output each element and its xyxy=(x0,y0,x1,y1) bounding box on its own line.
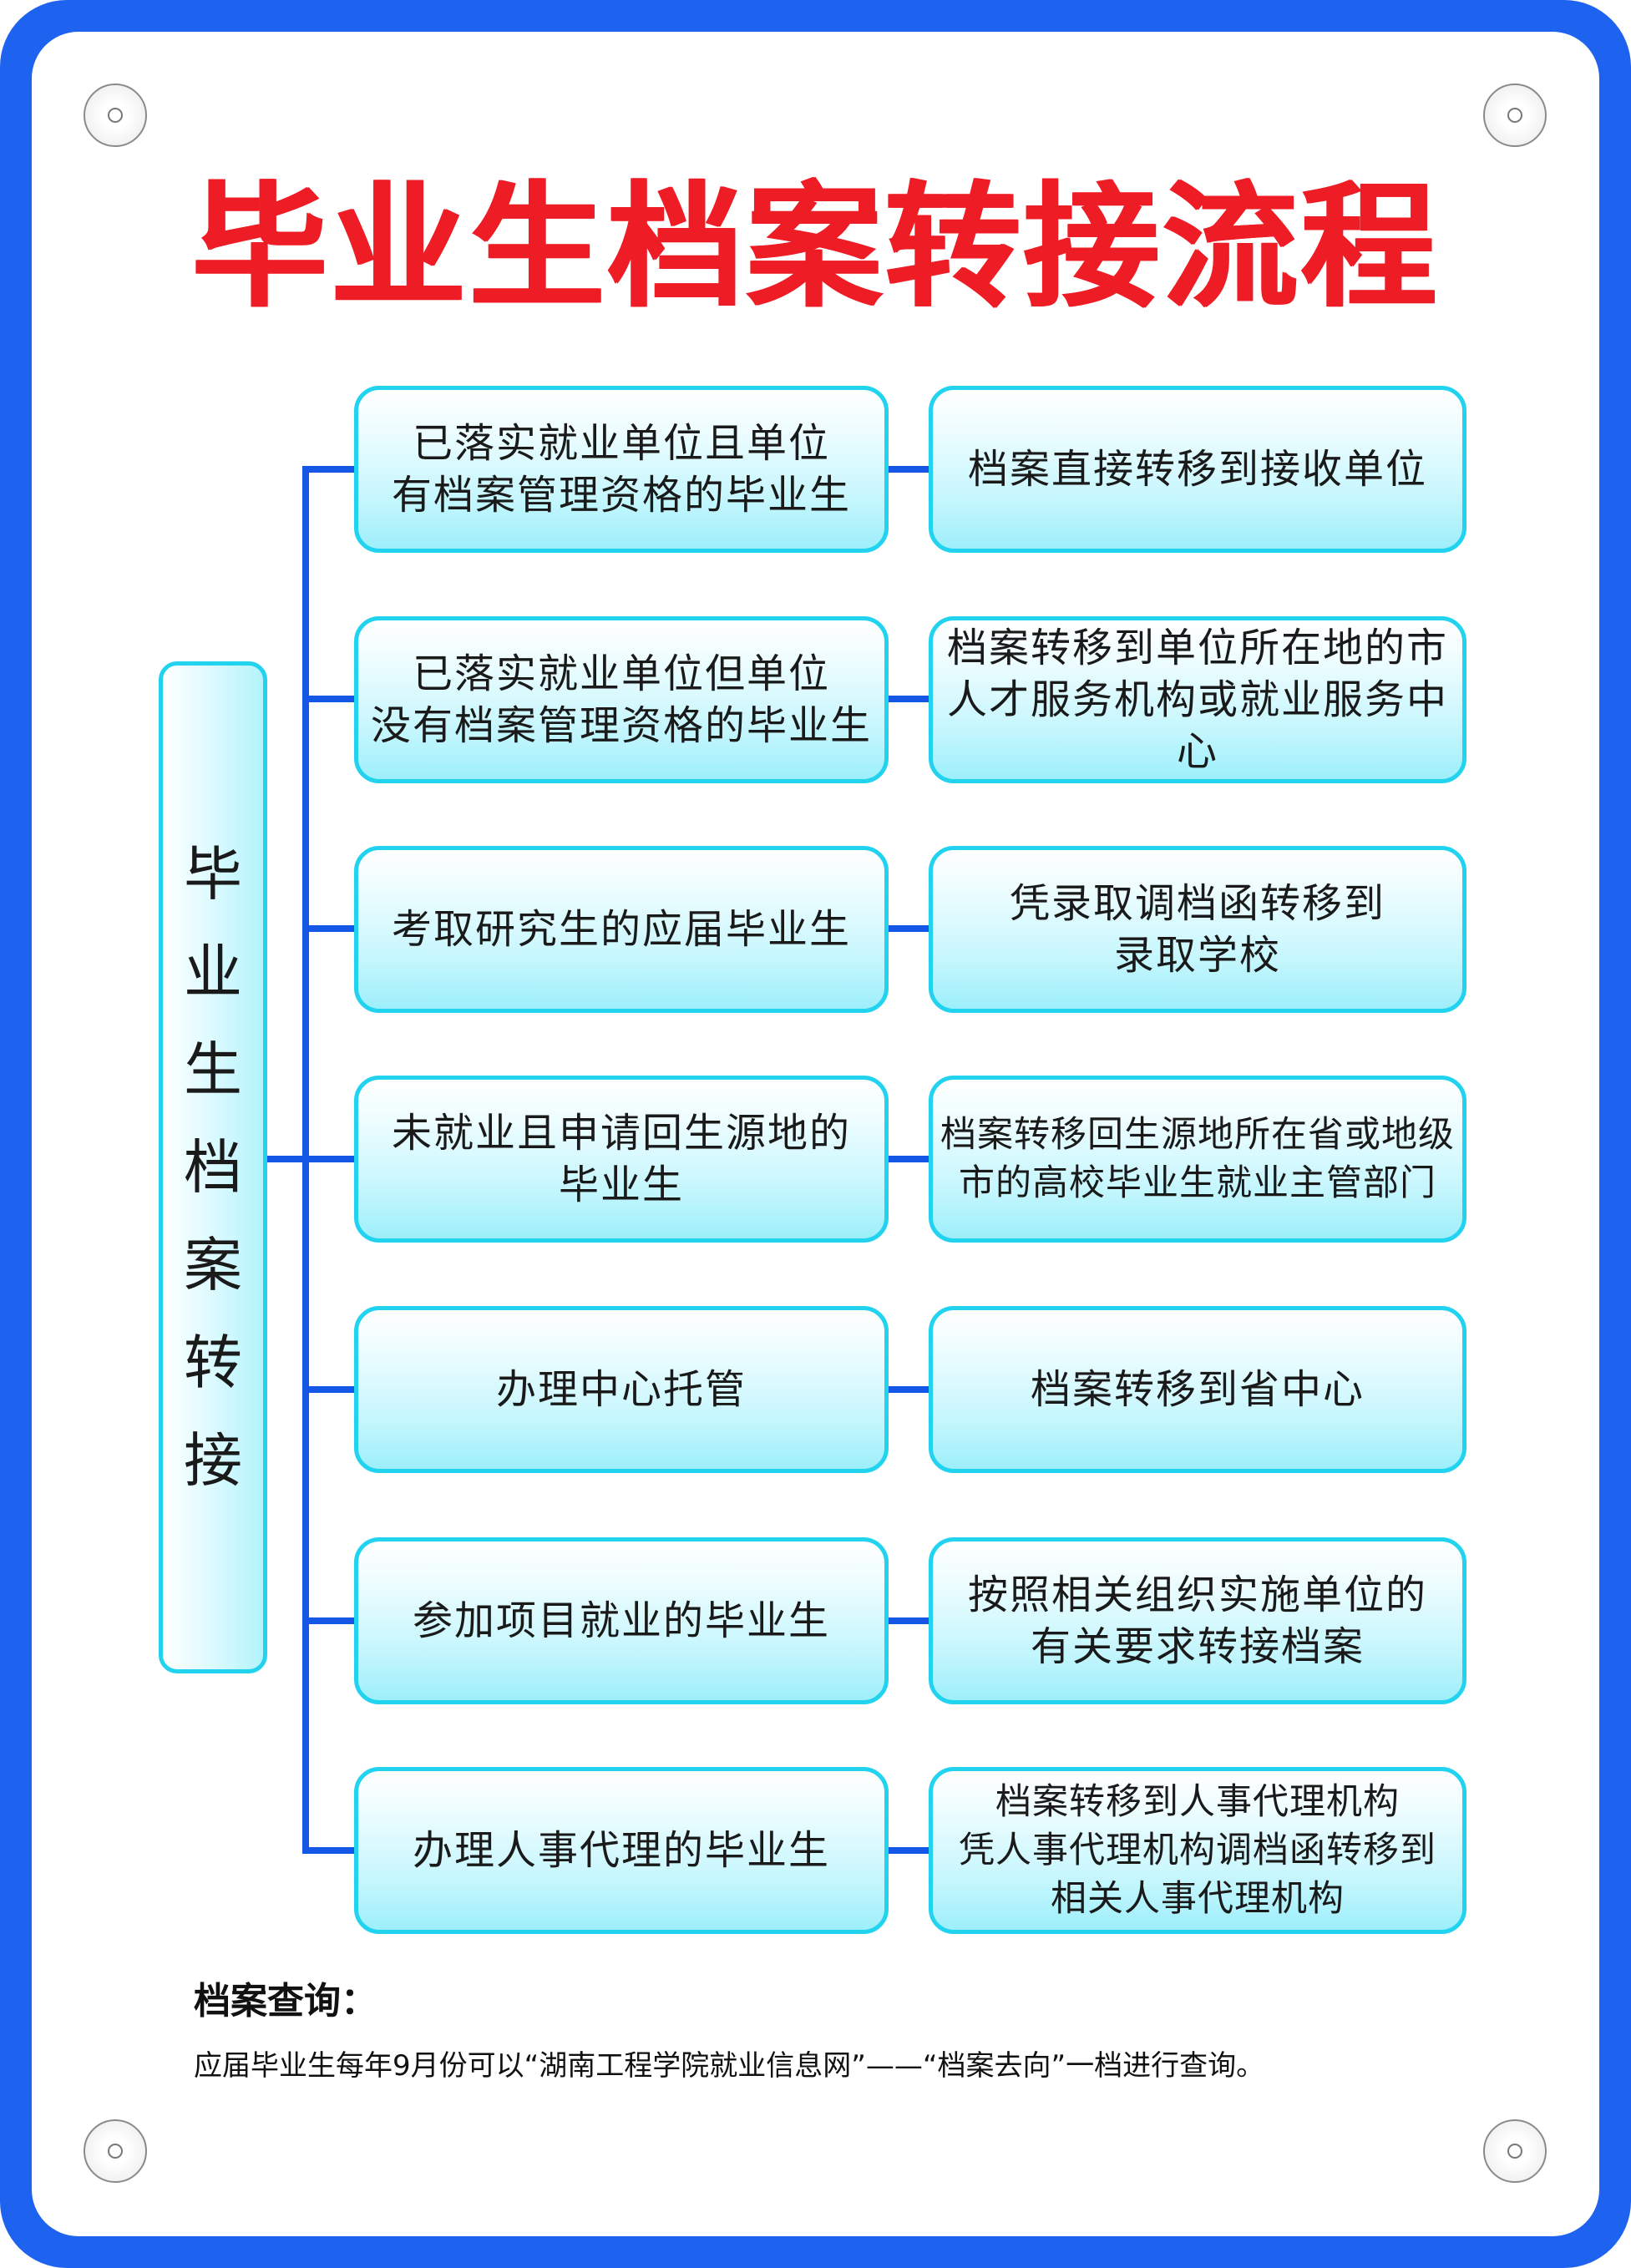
condition-box: 未就业且申请回生源地的 毕业生 xyxy=(354,1076,889,1243)
root-char: 转 xyxy=(184,1328,242,1397)
connector-root-stub xyxy=(267,1156,306,1162)
connector-branch xyxy=(302,466,357,473)
condition-box: 办理人事代理的毕业生 xyxy=(354,1767,889,1934)
connector-branch xyxy=(302,1156,357,1162)
condition-box: 已落实就业单位且单位 有档案管理资格的毕业生 xyxy=(354,386,889,553)
connector-row xyxy=(885,925,932,932)
condition-box: 已落实就业单位但单位 没有档案管理资格的毕业生 xyxy=(354,616,889,783)
action-box: 凭录取调档函转移到 录取学校 xyxy=(929,846,1466,1013)
connector-row xyxy=(885,466,932,473)
connector-branch xyxy=(302,1386,357,1393)
connector-branch xyxy=(302,696,357,702)
root-char: 档 xyxy=(184,1132,242,1202)
screw-hole-icon xyxy=(1483,2119,1547,2183)
root-char: 案 xyxy=(184,1230,242,1299)
condition-box: 参加项目就业的毕业生 xyxy=(354,1537,889,1704)
connector-row xyxy=(885,1386,932,1393)
screw-hole-icon xyxy=(84,84,147,147)
action-box: 档案转移回生源地所在省或地级 市的高校毕业生就业主管部门 xyxy=(929,1076,1466,1243)
connector-branch xyxy=(302,1617,357,1624)
action-box: 档案转移到单位所在地的市 人才服务机构或就业服务中心 xyxy=(929,616,1466,783)
action-box: 档案转移到人事代理机构 凭人事代理机构调档函转移到 相关人事代理机构 xyxy=(929,1767,1466,1934)
page-title: 毕业生档案转接流程 xyxy=(191,168,1440,327)
connector-row xyxy=(885,1617,932,1624)
action-box: 按照相关组织实施单位的 有关要求转接档案 xyxy=(929,1537,1466,1704)
connector-branch xyxy=(302,1847,357,1854)
action-box: 档案直接转移到接收单位 xyxy=(929,386,1466,553)
screw-hole-icon xyxy=(1483,84,1547,147)
query-text: 应届毕业生每年9月份可以“湖南工程学院就业信息网”——“档案去向”一档进行查询。 xyxy=(194,2049,1265,2083)
condition-box: 办理中心托管 xyxy=(354,1306,889,1473)
condition-box: 考取研究生的应届毕业生 xyxy=(354,846,889,1013)
root-char: 接 xyxy=(184,1425,242,1495)
connector-branch xyxy=(302,925,357,932)
screw-hole-icon xyxy=(84,2119,147,2183)
root-char: 业 xyxy=(184,937,242,1006)
connector-row xyxy=(885,1847,932,1854)
connector-row xyxy=(885,1156,932,1162)
query-heading: 档案查询： xyxy=(194,1980,377,2022)
root-node: 毕 业 生 档 案 转 接 xyxy=(159,661,267,1673)
action-box: 档案转移到省中心 xyxy=(929,1306,1466,1473)
connector-row xyxy=(885,696,932,702)
root-char: 生 xyxy=(184,1035,242,1104)
root-char: 毕 xyxy=(184,839,242,909)
